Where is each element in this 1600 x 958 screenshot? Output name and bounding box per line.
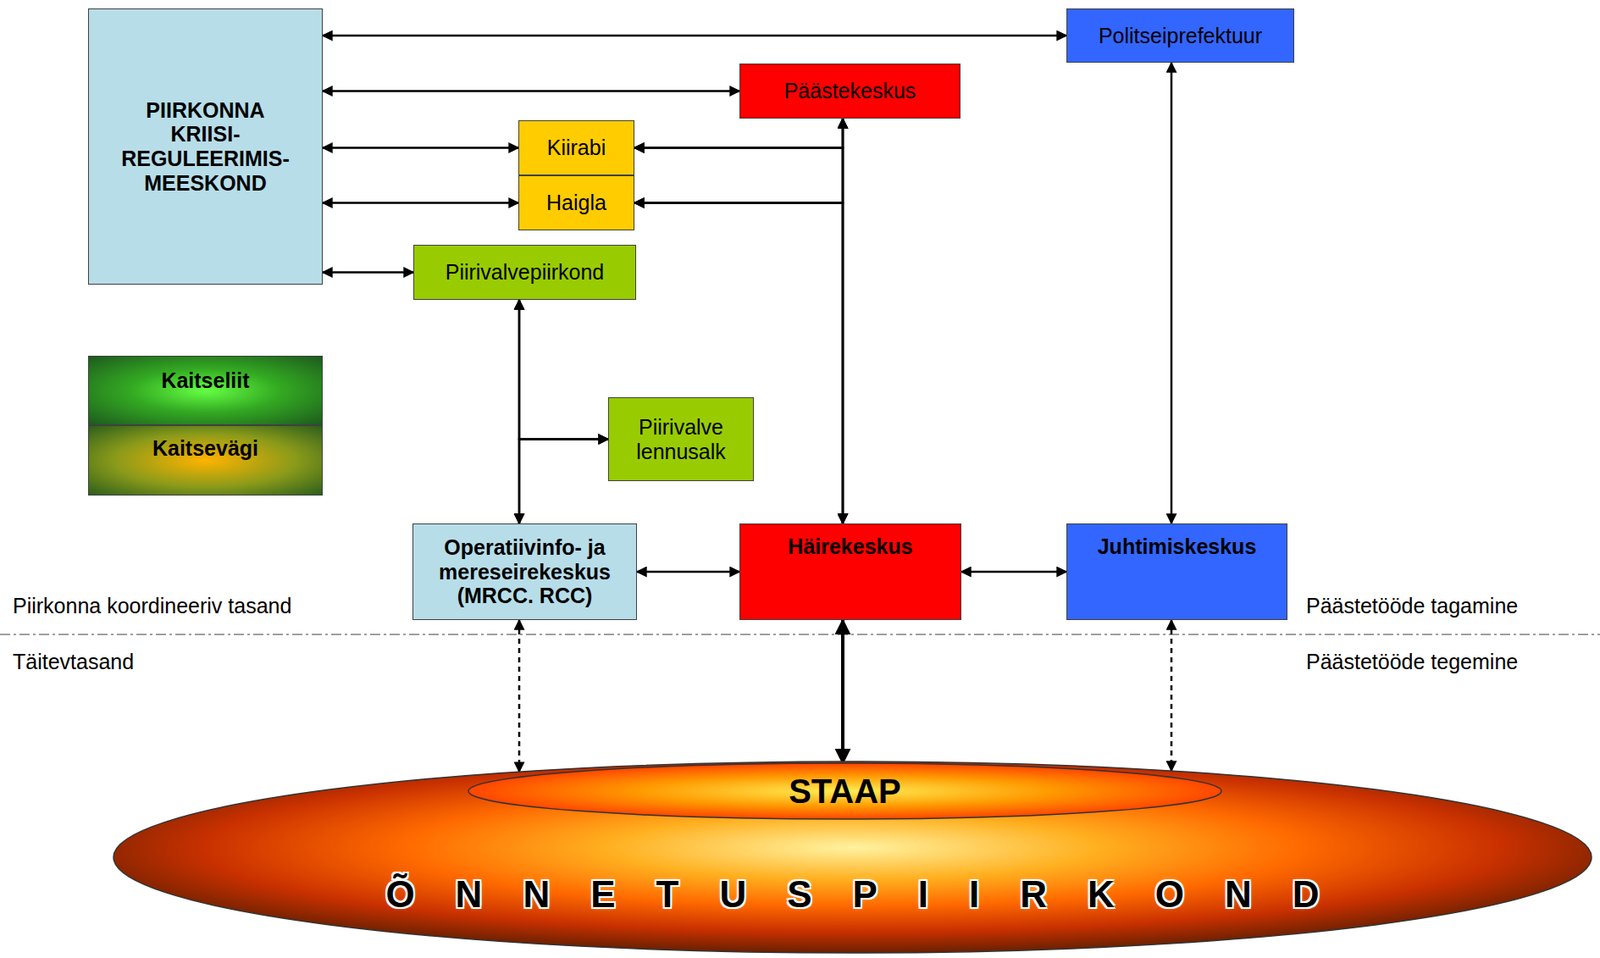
team-box: PIIRKONNA KRIISI- REGULEERIMIS- MEESKOND: [88, 8, 323, 285]
ellipse-shape: [113, 761, 1592, 953]
node-text: Politseiprefektuur: [1098, 23, 1263, 49]
node-text: Kaitsevägi: [152, 436, 259, 461]
node-text: ÕNNETUSPIIRKOND: [344, 873, 1360, 917]
node-text: Operatiivinfo- ja mereseirekeskus (MRCC.…: [420, 535, 630, 609]
connector-arrow: [322, 34, 1067, 38]
hospital-box: Haigla: [518, 175, 635, 231]
node-text: Haigla: [546, 190, 607, 216]
node-text: Piirivalve lennusalk: [615, 415, 747, 465]
command-centre-box: Juhtimiskeskus: [1066, 523, 1288, 621]
rescue-box: Päästekeskus: [739, 63, 961, 119]
connector-arrow: [961, 570, 1067, 574]
aviation-box: Piirivalve lennusalk: [608, 397, 754, 482]
connector-arrow: [519, 299, 609, 440]
ops-centre-box: Operatiivinfo- ja mereseirekeskus (MRCC.…: [412, 523, 637, 621]
level-label: Päästetööde tagamine: [1306, 593, 1518, 619]
level-separator: [0, 633, 1600, 636]
node-text: Häirekeskus: [787, 534, 913, 560]
level-label: Täitevtasand: [12, 649, 134, 675]
node-text: PIIRKONNA KRIISI- REGULEERIMIS- MEESKOND: [121, 98, 290, 196]
connector-arrow: [1170, 620, 1174, 771]
incident-area-ellipse: ÕNNETUSPIIRKOND STAAP: [112, 760, 1593, 954]
connector-arrow: [634, 118, 843, 204]
defence-league-box: Kaitseliit: [88, 355, 323, 426]
node-text: Päästekeskus: [784, 78, 917, 104]
ambulance-box: Kiirabi: [518, 120, 635, 176]
level-label: Päästetööde tegemine: [1306, 649, 1518, 675]
connector-arrow: [518, 620, 521, 772]
connector-arrow: [1170, 62, 1174, 524]
node-text: Kaitseliit: [160, 368, 250, 394]
border-box: Piirivalvepiirkond: [413, 244, 637, 300]
connector-arrow: [322, 271, 414, 274]
connector-arrow: [322, 201, 519, 205]
node-text: Juhtimiskeskus: [1097, 534, 1257, 560]
police-box: Politseiprefektuur: [1066, 8, 1295, 63]
node-text: STAAP: [788, 771, 902, 811]
ellipse-shape: [468, 763, 1222, 820]
connector-arrow: [634, 118, 843, 149]
level-label: Piirkonna koordineeriv tasand: [12, 593, 292, 619]
staff-ellipse: STAAP: [467, 762, 1223, 820]
connector-arrow: [841, 118, 845, 524]
connector-arrow: [322, 89, 740, 93]
army-box: Kaitsevägi: [88, 425, 323, 496]
node-text: Kiirabi: [547, 135, 606, 161]
connector-arrow: [519, 439, 609, 525]
node-text: Piirivalvepiirkond: [445, 260, 605, 285]
connector-arrow: [841, 620, 845, 764]
emergency-centre-box: Häirekeskus: [739, 523, 962, 621]
connector-arrow: [322, 146, 519, 150]
connector-arrow: [636, 570, 740, 574]
